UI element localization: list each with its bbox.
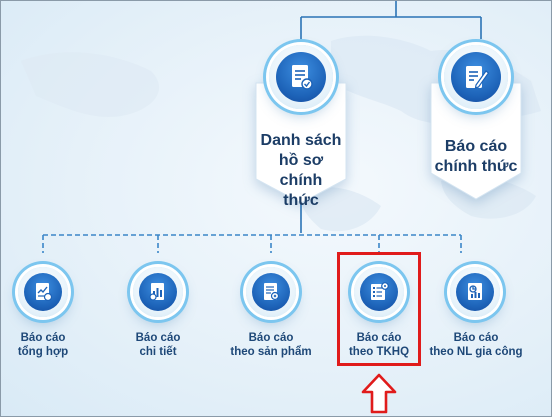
node-label: Danh sách hồ sơ chính thức (260, 132, 342, 209)
node-label: Báo cáo theo NL gia công (429, 332, 523, 358)
report-product-icon (246, 267, 296, 317)
highlight-box (337, 252, 421, 366)
node-label: Báo cáo tổng hợp (17, 332, 69, 358)
document-list-check-icon (269, 45, 333, 109)
report-material-icon (450, 267, 500, 317)
node-label: Báo cáo chi tiết (135, 332, 181, 358)
node-label: Báo cáo chính thức (434, 138, 518, 175)
report-detail-icon (133, 267, 183, 317)
node-label: Báo cáo theo sản phẩm (230, 332, 312, 358)
report-chart-icon (18, 267, 68, 317)
report-customs-icon (354, 267, 404, 317)
document-pen-icon (444, 45, 508, 109)
node-label: Báo cáo theo TKHQ (348, 332, 410, 358)
